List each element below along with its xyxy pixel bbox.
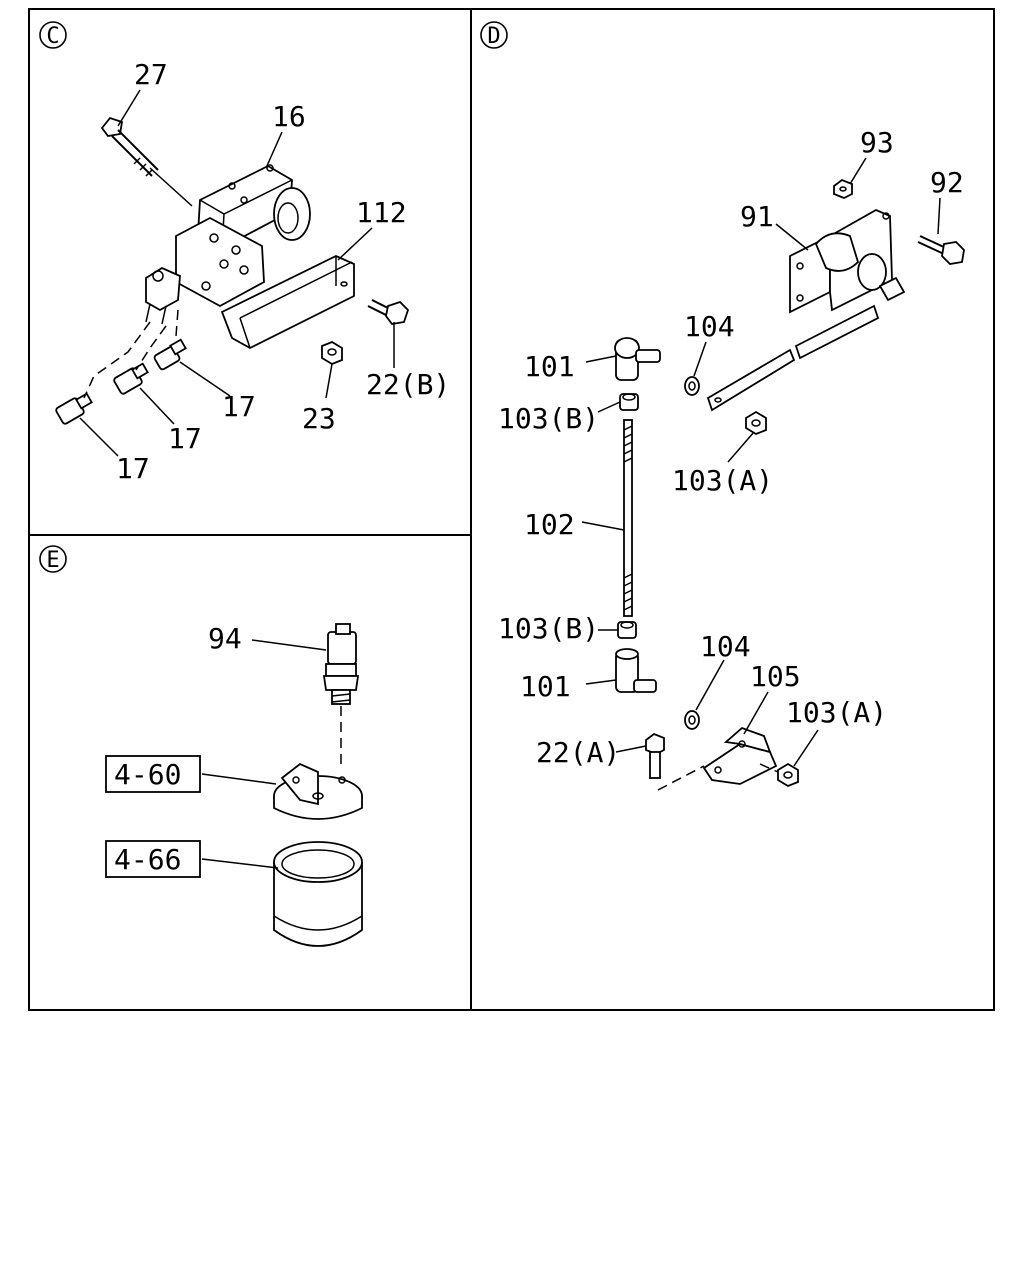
callout-27: 27 (134, 58, 168, 91)
callout-112: 112 (356, 196, 407, 229)
section-d-marker: D (480, 21, 508, 49)
callout-22b: 22(B) (366, 368, 450, 401)
callout-23: 23 (302, 402, 336, 435)
connector-17-c (55, 392, 93, 425)
callout-17: 17 (116, 452, 150, 485)
reference-box-4-66[interactable] (105, 840, 201, 878)
ball-joint-101-top (614, 337, 661, 381)
ball-joint-101-bottom (615, 648, 657, 693)
section-c-labels: 27 16 112 22(B) 23 17 17 17 (116, 58, 450, 485)
reference-box-4-60[interactable] (105, 755, 201, 793)
callout-92: 92 (930, 166, 964, 199)
nut-93 (833, 178, 853, 199)
height-sensor-16 (145, 164, 311, 325)
callout-102: 102 (524, 508, 575, 541)
section-e-drawing (201, 623, 363, 947)
callout-104: 104 (700, 630, 751, 663)
callout-105: 105 (750, 660, 801, 693)
bracket-105 (702, 726, 778, 785)
sensor-arm (706, 304, 880, 412)
callout-22a: 22(A) (536, 736, 620, 769)
nut-23 (321, 340, 343, 366)
reference-4-66[interactable]: 4-66 (114, 843, 181, 876)
section-e-marker: E (39, 545, 67, 573)
connector-17-a (153, 338, 187, 371)
callout-101: 101 (520, 670, 571, 703)
section-d-labels: 93 92 91 104 101 103(B) 103(A) 102 103(B… (498, 126, 964, 769)
nut-103a-bottom (777, 762, 799, 788)
callout-93: 93 (860, 126, 894, 159)
svg-text:C: C (46, 24, 59, 49)
callout-101: 101 (524, 350, 575, 383)
spacer-103b-top (619, 393, 639, 411)
filter-4-66 (273, 841, 363, 947)
switch-94 (322, 623, 360, 705)
callout-17: 17 (168, 422, 202, 455)
spacer-103b-bottom (617, 621, 637, 639)
section-e-labels: 94 4-60 4-66 (105, 622, 242, 878)
callout-103b: 103(B) (498, 612, 599, 645)
bracket-112 (220, 255, 355, 350)
callout-103a: 103(A) (786, 696, 887, 729)
reference-4-60[interactable]: 4-60 (114, 758, 181, 791)
section-c-marker: C (39, 21, 67, 49)
bolt-92 (917, 235, 965, 265)
frame (28, 8, 995, 1011)
rod-102 (623, 419, 633, 617)
section-d-drawing (581, 157, 965, 791)
callout-16: 16 (272, 100, 306, 133)
bolt-27 (100, 116, 159, 177)
bolt-22b (367, 299, 410, 325)
washer-104-top (684, 376, 700, 396)
section-c-drawing (55, 89, 410, 457)
callout-104: 104 (684, 310, 735, 343)
callout-94: 94 (208, 622, 242, 655)
nut-103a-top (745, 410, 767, 436)
housing-4-60 (273, 762, 363, 820)
washer-104-bottom (684, 710, 700, 730)
bolt-22a (645, 732, 665, 779)
callout-103b: 103(B) (498, 402, 599, 435)
svg-text:D: D (487, 24, 500, 49)
callout-17: 17 (222, 390, 256, 423)
svg-text:E: E (46, 548, 59, 573)
callout-91: 91 (740, 200, 774, 233)
sensor-bracket-91 (789, 208, 906, 314)
callout-103a: 103(A) (672, 464, 773, 497)
